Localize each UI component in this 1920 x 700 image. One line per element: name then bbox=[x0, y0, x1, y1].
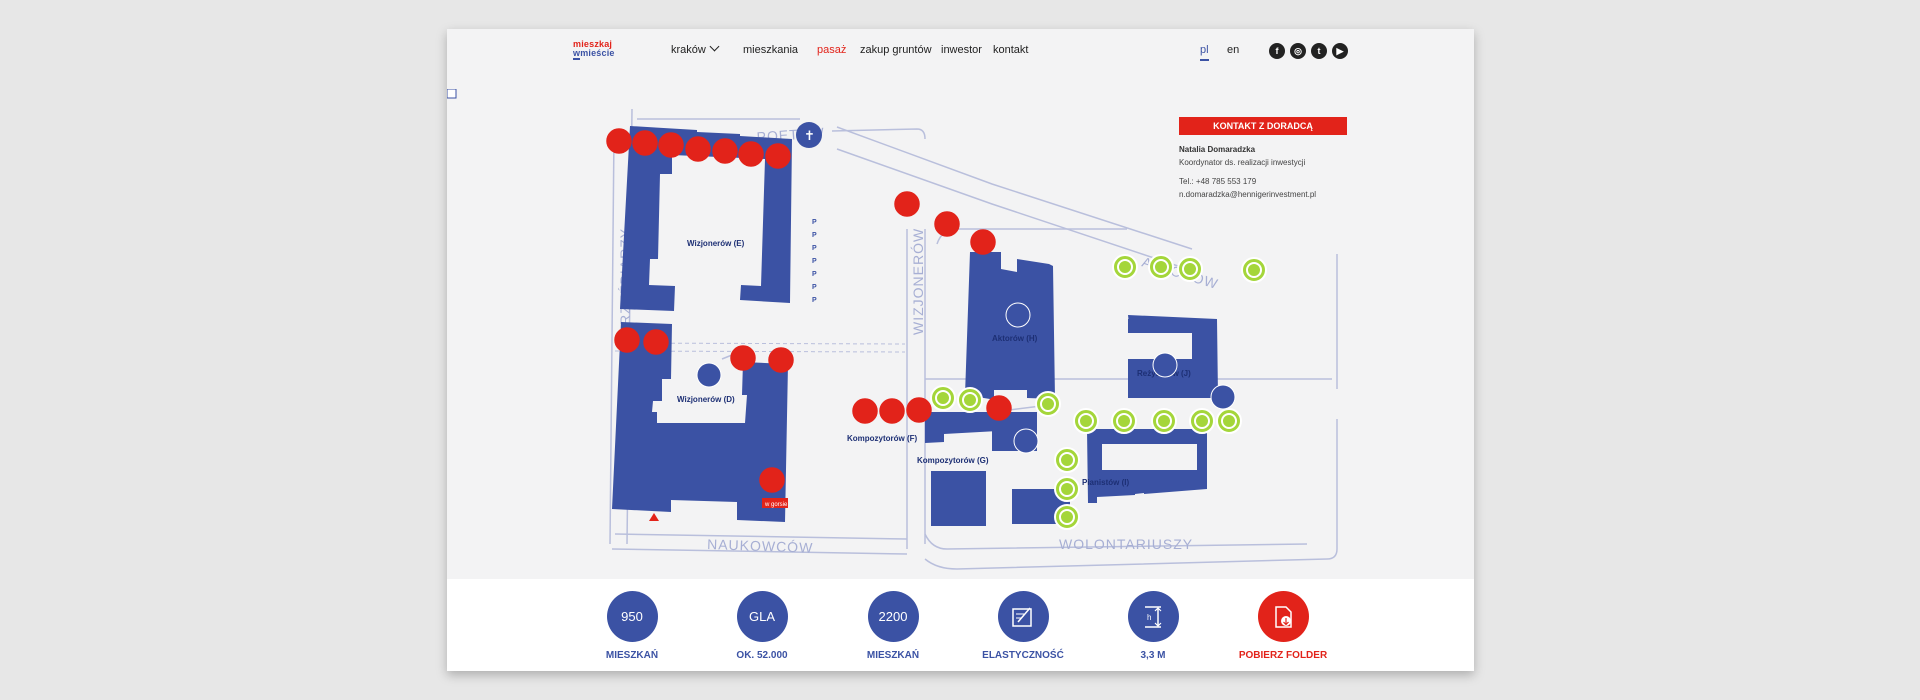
logo[interactable]: mieszkaj wmieście bbox=[573, 39, 615, 60]
green-markers bbox=[930, 254, 1267, 530]
ceiling-height-icon: h bbox=[1127, 591, 1179, 642]
stat-apartments: 950 MIESZKAŃ bbox=[567, 591, 697, 661]
red-marker bbox=[643, 329, 669, 355]
red-markers bbox=[606, 128, 1012, 493]
social-links: f ◎ t ▶ bbox=[1269, 43, 1348, 59]
label-building-i: Pianistów (I) bbox=[1082, 478, 1129, 487]
svg-text:P: P bbox=[812, 297, 817, 304]
svg-text:P: P bbox=[812, 219, 817, 226]
chevron-down-icon bbox=[709, 41, 720, 52]
stats-bar: 950 MIESZKAŃ GLA OK. 52.000 2200 MIESZKA… bbox=[447, 579, 1474, 671]
label-building-g: Kompozytorów (G) bbox=[917, 456, 989, 465]
svg-text:P: P bbox=[812, 271, 817, 278]
cross-icon: ✝ bbox=[804, 128, 815, 143]
church-icon bbox=[796, 122, 822, 148]
red-marker bbox=[765, 143, 791, 169]
parking-labels: P P P P P P P bbox=[812, 219, 817, 304]
red-marker bbox=[730, 345, 756, 371]
svg-text:P: P bbox=[812, 284, 817, 291]
building-lower-left bbox=[931, 471, 986, 526]
twitter-icon[interactable]: t bbox=[1311, 43, 1327, 59]
badge bbox=[762, 498, 788, 508]
stat-label: MIESZKAŃ bbox=[605, 650, 659, 661]
label-building-h: Aktorów (H) bbox=[992, 334, 1038, 343]
red-marker bbox=[614, 327, 640, 353]
instagram-icon[interactable]: ◎ bbox=[1290, 43, 1306, 59]
parking-spots bbox=[447, 89, 457, 99]
red-marker bbox=[606, 128, 632, 154]
red-marker bbox=[970, 229, 996, 255]
red-marker bbox=[768, 347, 794, 373]
contact-name: Natalia Domaradzka bbox=[1179, 145, 1256, 154]
street-wolontariuszy: WOLONTARIUSZY bbox=[1059, 536, 1193, 552]
svg-text:P: P bbox=[812, 245, 817, 252]
stat-label[interactable]: POBIERZ FOLDER bbox=[1238, 650, 1328, 661]
contact-role: Koordynator ds. realizacji inwestycji bbox=[1179, 158, 1306, 167]
contact-email[interactable]: n.domaradzka@henniger­investment.pl bbox=[1179, 190, 1317, 199]
svg-text:h: h bbox=[1147, 613, 1151, 622]
red-marker bbox=[658, 132, 684, 158]
download-pdf-icon[interactable] bbox=[1257, 591, 1309, 642]
nav-kontakt[interactable]: kontakt bbox=[993, 44, 1029, 56]
svg-text:P: P bbox=[812, 258, 817, 265]
stat-circle: 950 bbox=[606, 591, 658, 642]
page-frame: mieszkaj wmieście kraków mieszkania pasa… bbox=[447, 29, 1474, 671]
red-marker bbox=[879, 398, 905, 424]
stat-flexibility: ELASTYCZNOŚĆ bbox=[958, 591, 1088, 661]
label-building-d: Wizjonerów (D) bbox=[677, 395, 735, 404]
badge-label: w gorsie bbox=[764, 502, 788, 508]
red-marker bbox=[852, 398, 878, 424]
red-marker bbox=[712, 138, 738, 164]
red-marker bbox=[632, 130, 658, 156]
entrance-marker bbox=[649, 513, 659, 521]
lang-en[interactable]: en bbox=[1227, 44, 1240, 56]
nav-inwestor[interactable]: inwestor bbox=[941, 44, 982, 56]
building-d bbox=[612, 322, 788, 522]
red-marker bbox=[986, 395, 1012, 421]
nav-zakup-gruntow[interactable]: zakup gruntów bbox=[860, 44, 932, 56]
red-marker bbox=[759, 467, 785, 493]
red-marker bbox=[685, 136, 711, 162]
stat-label: 3,3 M bbox=[1140, 650, 1166, 661]
stat-circle: GLA bbox=[736, 591, 788, 642]
building-courtyards bbox=[1102, 333, 1197, 470]
contact-panel: KONTAKT Z DORADCĄ Natalia Domaradzka Koo… bbox=[1179, 117, 1347, 199]
street-naukowcow: NAUKOWCÓW bbox=[707, 536, 814, 556]
nav-krakow[interactable]: kraków bbox=[671, 41, 720, 56]
stat-label: MIESZKAŃ bbox=[866, 650, 920, 661]
label-building-f: Kompozytorów (F) bbox=[847, 434, 918, 443]
blueprint-icon bbox=[997, 591, 1049, 642]
building-logo-markers bbox=[696, 302, 1236, 454]
download-folder-button[interactable]: POBIERZ FOLDER bbox=[1218, 591, 1348, 661]
lang-pl[interactable]: pl bbox=[1200, 44, 1209, 61]
stat-residents: 2200 MIESZKAŃ bbox=[828, 591, 958, 661]
contact-phone[interactable]: Tel.: +48 785 553 179 bbox=[1179, 177, 1257, 186]
svg-text:P: P bbox=[812, 232, 817, 239]
red-marker bbox=[906, 397, 932, 423]
stat-gla: GLA OK. 52.000 bbox=[697, 591, 827, 661]
building-h bbox=[965, 252, 1055, 405]
parking-icon bbox=[447, 89, 457, 99]
stat-label: OK. 52.000 bbox=[736, 650, 788, 661]
stat-ceiling-height: h 3,3 M bbox=[1088, 591, 1218, 661]
stat-circle: 2200 bbox=[867, 591, 919, 642]
youtube-icon[interactable]: ▶ bbox=[1332, 43, 1348, 59]
red-marker bbox=[934, 211, 960, 237]
facebook-icon[interactable]: f bbox=[1269, 43, 1285, 59]
label-building-e: Wizjonerów (E) bbox=[687, 239, 745, 248]
red-marker bbox=[894, 191, 920, 217]
dashed-paths bbox=[614, 342, 906, 353]
stat-label: ELASTYCZNOŚĆ bbox=[982, 650, 1064, 661]
red-marker bbox=[738, 141, 764, 167]
site-plan-map: POETÓW RZEŹBIARZY WIZJONERÓW AKTORÓW NAU… bbox=[447, 89, 1338, 570]
building-e bbox=[620, 126, 792, 311]
contact-advisor-button[interactable]: KONTAKT Z DORADCĄ bbox=[1179, 117, 1347, 135]
nav-mieszkania[interactable]: mieszkania bbox=[743, 44, 799, 56]
nav-pasaz[interactable]: pasaż bbox=[817, 44, 847, 56]
street-wizjonerow: WIZJONERÓW bbox=[910, 228, 926, 335]
